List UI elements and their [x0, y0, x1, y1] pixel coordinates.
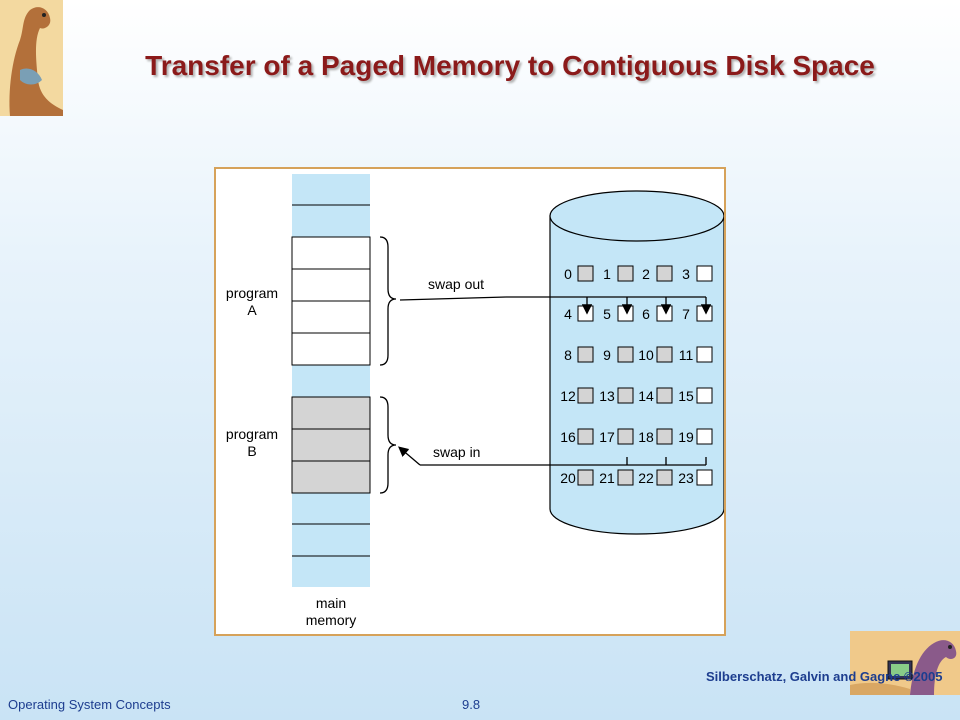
- program-b-label-line1: program: [226, 426, 278, 442]
- disk-block: [656, 346, 673, 363]
- disk-block: [656, 428, 673, 445]
- program-b-brace: [379, 396, 397, 494]
- disk-block: [577, 428, 594, 445]
- disk-block-number: 6: [642, 306, 650, 322]
- swap-out-path: [399, 296, 712, 315]
- disk-block-number: 7: [682, 306, 690, 322]
- disk-block-number: 19: [678, 429, 694, 445]
- memory-background: [292, 174, 370, 587]
- dinosaur-logo-icon: [0, 0, 63, 116]
- disk-block: [696, 305, 713, 322]
- disk-block-number: 14: [638, 388, 654, 404]
- disk-block: [696, 428, 713, 445]
- program-a-label-line1: program: [226, 285, 278, 301]
- disk-block-number: 3: [682, 266, 690, 282]
- disk-block: [656, 265, 673, 282]
- main-memory-label-line2: memory: [306, 612, 357, 628]
- disk-block: [617, 305, 634, 322]
- disk-block-number: 10: [638, 347, 654, 363]
- disk-block: [656, 305, 673, 322]
- disk-block: [617, 387, 634, 404]
- disk-block: [577, 305, 594, 322]
- disk-block-number: 20: [560, 470, 576, 486]
- disk-block-number: 5: [603, 306, 611, 322]
- footer-slide-number: 9.8: [462, 697, 481, 712]
- disk-block: [617, 428, 634, 445]
- main-memory-column: [291, 174, 371, 587]
- memory-page: [291, 428, 371, 462]
- slide-title: Transfer of a Paged Memory to Contiguous…: [145, 50, 875, 81]
- dinosaur-laptop-logo-icon: [850, 631, 960, 695]
- program-a-label-line2: A: [247, 302, 257, 318]
- disk-block-number: 13: [599, 388, 615, 404]
- disk-block: [656, 469, 673, 486]
- program-b-label-line2: B: [247, 443, 256, 459]
- disk-block: [577, 265, 594, 282]
- disk-block-number: 11: [679, 347, 694, 363]
- swap-out-label: swap out: [428, 276, 484, 292]
- disk-block-number: 0: [564, 266, 572, 282]
- disk-block: [577, 346, 594, 363]
- footer-course-name: Operating System Concepts: [8, 697, 171, 712]
- disk-block-number: 8: [564, 347, 572, 363]
- program-b-pages: [291, 396, 371, 494]
- disk-block-number: 4: [564, 306, 572, 322]
- disk-block: [617, 265, 634, 282]
- disk-block-number: 23: [678, 470, 694, 486]
- disk-block: [696, 387, 713, 404]
- memory-page: [291, 460, 371, 494]
- disk-block: [617, 346, 634, 363]
- disk-block-number: 22: [638, 470, 654, 486]
- disk-block-number: 12: [560, 388, 576, 404]
- disk-block-number: 9: [603, 347, 611, 363]
- disk-block-number: 16: [560, 429, 576, 445]
- disk-block: [696, 469, 713, 486]
- disk-block: [696, 265, 713, 282]
- main-memory-label-line1: main: [316, 595, 346, 611]
- disk-block: [656, 387, 673, 404]
- swap-in-label: swap in: [433, 444, 480, 460]
- disk-block-number: 18: [638, 429, 654, 445]
- disk-block-number: 21: [599, 470, 615, 486]
- disk-block-number: 1: [603, 266, 611, 282]
- memory-page: [291, 236, 371, 270]
- disk-block: [577, 387, 594, 404]
- disk-block: [617, 469, 634, 486]
- disk-block-number: 2: [642, 266, 650, 282]
- program-a-pages: [291, 236, 371, 366]
- program-a-brace: [379, 236, 397, 366]
- disk-block-number: 17: [599, 429, 615, 445]
- disk-block-number: 15: [678, 388, 694, 404]
- disk-block: [696, 346, 713, 363]
- memory-page: [291, 300, 371, 334]
- memory-page: [291, 332, 371, 366]
- disk-cylinder: [549, 190, 724, 535]
- swap-in-path: [398, 446, 707, 466]
- footer-credits: Silberschatz, Galvin and Gagne ©2005: [706, 669, 943, 684]
- disk-block: [577, 469, 594, 486]
- memory-page: [291, 396, 371, 430]
- memory-page: [291, 268, 371, 302]
